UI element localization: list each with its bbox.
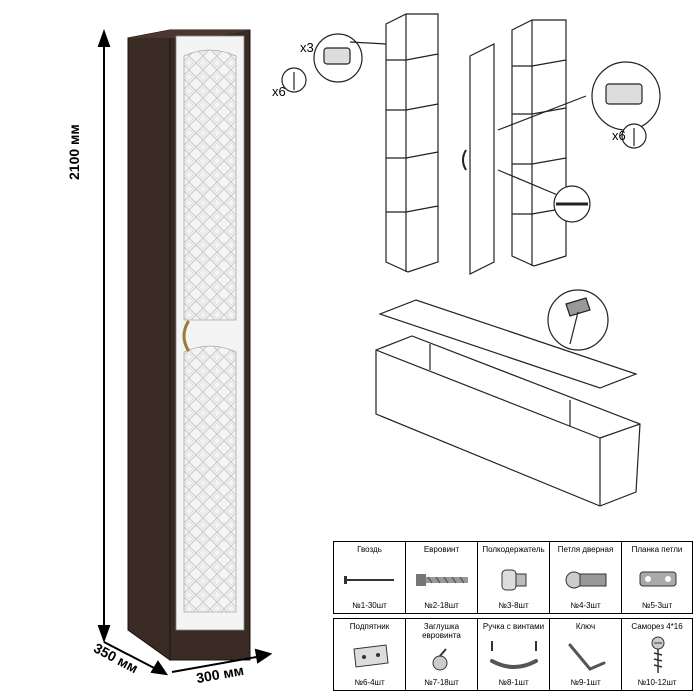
part-name: Саморез 4*16	[631, 622, 683, 631]
part-name: Ключ	[575, 622, 596, 631]
parts-cell-wood-screw: Саморез 4*16 №10-12шт	[621, 618, 693, 691]
door-panel-middle	[469, 43, 495, 275]
parts-table: Гвоздь №1-30шт Евровинт №2-18шт Полкодер…	[333, 541, 693, 691]
back-panel-sheet	[378, 299, 638, 389]
parts-cell-foot-pad: Подпятник №6-4шт	[333, 618, 406, 691]
width-arrow-icon	[254, 648, 273, 664]
depth-arrow-icon	[150, 660, 169, 676]
cabinet-side-panel	[127, 29, 171, 661]
hinge-icon	[323, 47, 351, 65]
screw-count-right-label: x6	[612, 128, 626, 143]
part-qty: №9-1шт	[570, 678, 601, 687]
part-name: Планка петли	[631, 545, 683, 554]
part-name: Гвоздь	[357, 545, 382, 554]
part-name: Евровинт	[423, 545, 460, 554]
part-name: Заглушка евровинта	[422, 622, 461, 640]
parts-cell-hex-key: Ключ №9-1шт	[549, 618, 622, 691]
parts-cell-nail: Гвоздь №1-30шт	[333, 541, 406, 614]
cabinet-plinth	[176, 632, 244, 658]
part-name: Ручка с винтами	[482, 622, 545, 631]
door-lower-panel	[183, 345, 237, 613]
part-qty: №3-8шт	[498, 601, 529, 610]
cabinet-top	[128, 30, 250, 38]
height-arrow-top-icon	[97, 29, 111, 47]
screw-count-left-label: x6	[272, 84, 286, 99]
carcass-lying	[375, 335, 641, 507]
hinge-assembly-step	[281, 13, 661, 275]
hex-key-icon	[568, 643, 606, 671]
handle-with-screws-icon	[490, 641, 538, 669]
hammer-magnifier	[547, 289, 609, 351]
back-panel-step	[375, 289, 641, 507]
nail-icon	[344, 576, 394, 584]
door-hinge-icon	[565, 571, 607, 589]
part-name: Полкодержатель	[482, 545, 545, 554]
dimension-lines	[97, 29, 273, 676]
height-dimension-label: 2100 мм	[66, 124, 82, 180]
part-qty: №7-18шт	[424, 678, 459, 687]
part-qty: №10-12шт	[637, 678, 677, 687]
parts-cell-shelf-support: Полкодержатель №3-8шт	[477, 541, 550, 614]
part-qty: №2-18шт	[424, 601, 459, 610]
carcass-right	[511, 19, 567, 267]
width-dimension-line	[171, 655, 263, 673]
foot-pad-icon	[353, 644, 389, 668]
parts-cell-hinge-plate: Планка петли №5-3шт	[621, 541, 693, 614]
part-qty: №4-3шт	[570, 601, 601, 610]
cabinet-product-view	[127, 29, 251, 661]
wood-screw-icon	[651, 636, 665, 673]
height-arrow-bottom-icon	[97, 625, 111, 643]
hinge-count-label: x3	[300, 40, 314, 55]
door-handle-icon	[182, 320, 190, 352]
door-upper-panel	[183, 49, 237, 321]
part-name: Подпятник	[349, 622, 390, 631]
part-qty: №8-1шт	[498, 678, 529, 687]
hammer-icon	[565, 297, 591, 345]
part-qty: №1-30шт	[352, 601, 387, 610]
parts-cell-screw-cap: Заглушка евровинта №7-18шт	[405, 618, 478, 691]
screw-cap-icon	[432, 648, 448, 671]
shelf-support-icon	[501, 569, 527, 591]
parts-cell-euroscrew: Евровинт №2-18шт	[405, 541, 478, 614]
depth-dimension-line	[103, 641, 159, 671]
carcass-left	[385, 13, 439, 273]
parts-cell-door-hinge: Петля дверная №4-3шт	[549, 541, 622, 614]
parts-cell-handle: Ручка с винтами №8-1шт	[477, 618, 550, 691]
euroscrew-icon	[416, 574, 468, 586]
part-qty: №5-3шт	[641, 601, 673, 610]
part-name: Петля дверная	[557, 545, 614, 554]
part-qty: №6-4шт	[354, 678, 385, 687]
hinge-plate-icon	[639, 571, 677, 587]
